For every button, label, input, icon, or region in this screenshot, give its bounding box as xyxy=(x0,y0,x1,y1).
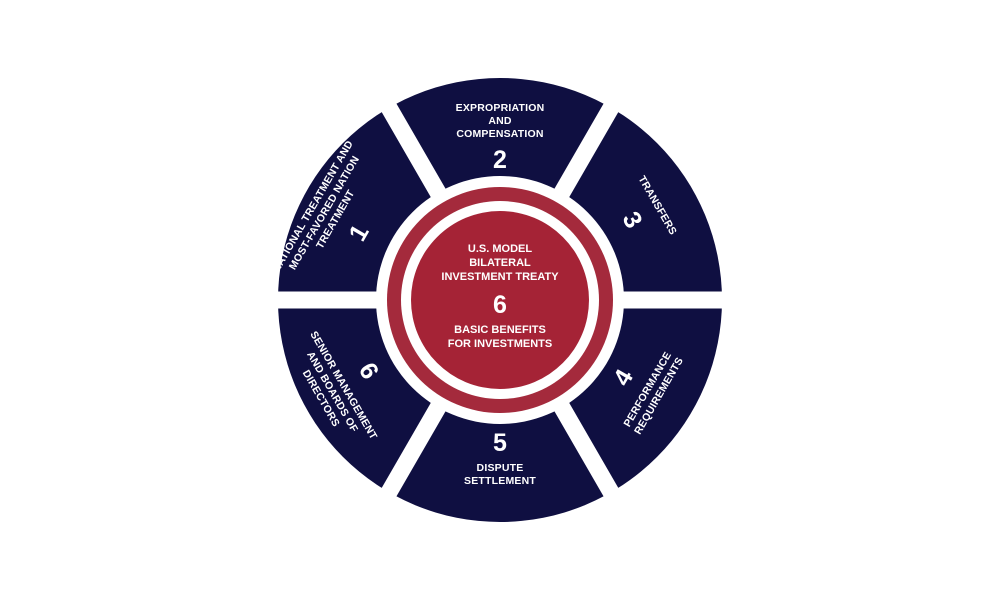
segment-5-number: 5 xyxy=(493,429,507,457)
center-title-line: INVESTMENT TREATY xyxy=(441,271,559,283)
segment-2-label-line: COMPENSATION xyxy=(456,128,543,140)
segment-2: EXPROPRIATION AND COMPENSATION 2 xyxy=(456,102,545,174)
center-title-line: BILATERAL xyxy=(469,257,531,269)
segment-5: 5 DISPUTE SETTLEMENT xyxy=(464,429,536,487)
segment-5-label-line: DISPUTE xyxy=(477,462,524,474)
segment-2-label-line: EXPROPRIATION xyxy=(456,102,545,114)
center-subtitle-line: BASIC BENEFITS xyxy=(454,324,546,336)
center-title-line: U.S. MODEL xyxy=(468,243,532,255)
center-hub xyxy=(411,211,589,389)
center-number: 6 xyxy=(493,291,507,319)
segment-2-number: 2 xyxy=(493,146,507,174)
center-subtitle-line: FOR INVESTMENTS xyxy=(448,338,553,350)
segment-5-label-line: SETTLEMENT xyxy=(464,475,536,487)
segment-2-label-line: AND xyxy=(488,115,512,127)
center-text: U.S. MODEL BILATERAL INVESTMENT TREATY 6… xyxy=(441,243,559,350)
